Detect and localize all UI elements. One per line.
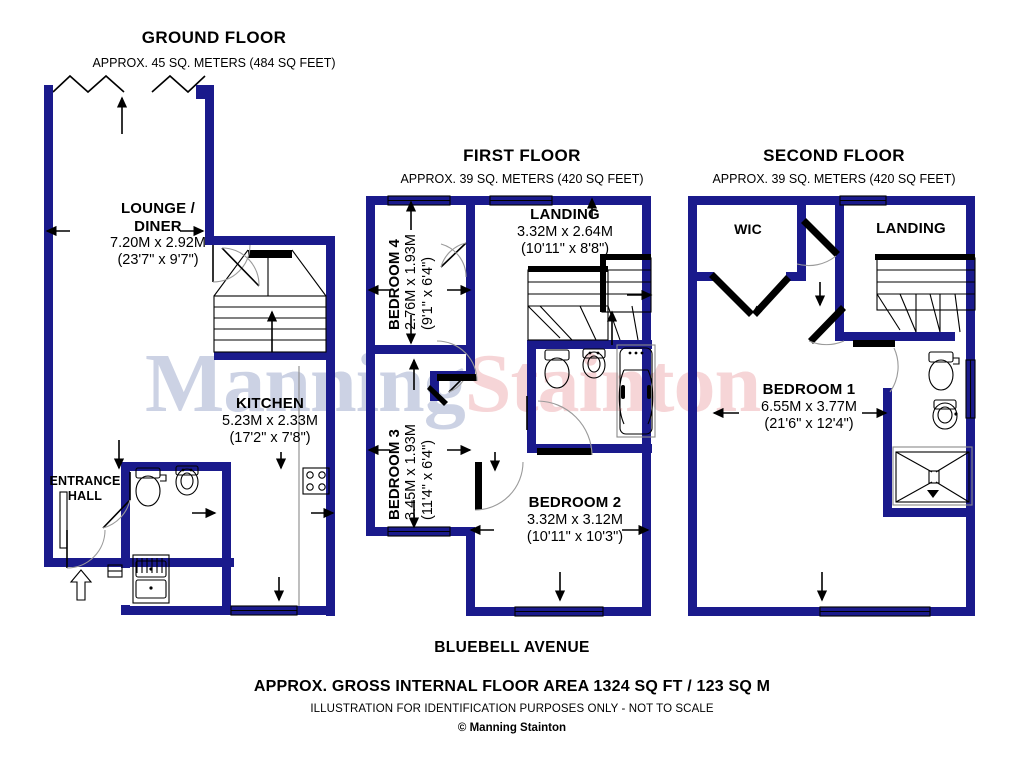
bedroom4-imperial: (9'1" x 6'4") xyxy=(419,256,436,330)
entrance-hall-name-line1: ENTRANCE xyxy=(49,474,121,488)
disclaimer-text: ILLUSTRATION FOR IDENTIFICATION PURPOSES… xyxy=(310,703,714,715)
gross-area-text: APPROX. GROSS INTERNAL FLOOR AREA 1324 S… xyxy=(253,678,771,695)
bedroom1-name: BEDROOM 1 xyxy=(762,381,856,398)
second-floor-subtitle: APPROX. 39 SQ. METERS (420 SQ FEET) xyxy=(712,172,956,186)
first-floor-title: FIRST FLOOR xyxy=(463,146,581,165)
wic-name: WIC xyxy=(734,221,762,237)
entrance-hall-name-line2: HALL xyxy=(67,488,103,503)
landing-first-name: LANDING xyxy=(530,206,600,223)
first-floor-subtitle: APPROX. 39 SQ. METERS (420 SQ FEET) xyxy=(400,172,644,186)
bedroom1-metric: 6.55M x 3.77M xyxy=(761,398,857,415)
second-floor-title: SECOND FLOOR xyxy=(763,146,905,165)
room-label-bedroom2: BEDROOM 2 3.32M x 3.12M (10'11" x 10'3") xyxy=(495,494,655,546)
room-label-lounge-diner: LOUNGE / DINER 7.20M x 2.92M (23'7" x 9'… xyxy=(58,200,258,270)
first-floor-plan xyxy=(366,195,656,617)
street-name: BLUEBELL AVENUE xyxy=(434,639,590,656)
ground-floor-title: GROUND FLOOR xyxy=(141,28,287,47)
lounge-diner-metric: 7.20M x 2.92M xyxy=(110,235,206,252)
room-label-landing-second: LANDING xyxy=(851,220,971,238)
copyright-text: © Manning Stainton xyxy=(457,722,567,734)
second-floor-plan xyxy=(688,195,976,617)
wc-basin-ground xyxy=(175,465,199,496)
bedroom2-imperial: (10'11" x 10'3") xyxy=(526,528,624,545)
kitchen-name: KITCHEN xyxy=(235,395,305,412)
bedroom3-metric: 3.45M x 1.93M xyxy=(403,424,420,520)
landing-first-imperial: (10'11" x 8'8") xyxy=(520,240,610,257)
ground-staircase xyxy=(213,249,327,353)
landing-second-name: LANDING xyxy=(876,220,946,237)
room-label-landing-first: LANDING 3.32M x 2.64M (10'11" x 8'8") xyxy=(489,206,641,258)
lounge-diner-name-line1: LOUNGE / xyxy=(120,200,196,217)
ground-floor-plan xyxy=(44,74,335,616)
bedroom3-imperial: (11'4" x 6'4") xyxy=(419,439,436,520)
bedroom4-name: BEDROOM 4 xyxy=(386,239,403,330)
ground-floor-subtitle: APPROX. 45 SQ. METERS (484 SQ FEET) xyxy=(92,56,336,70)
bathroom-bath-first xyxy=(616,344,656,438)
room-label-bedroom1: BEDROOM 1 6.55M x 3.77M (21'6" x 12'4") xyxy=(718,381,900,433)
bathroom-basin-first xyxy=(582,348,606,379)
bedroom2-name: BEDROOM 2 xyxy=(528,494,622,511)
lounge-diner-name-line2: DINER xyxy=(134,217,182,235)
kitchen-imperial: (17'2" x 7'8") xyxy=(229,429,311,446)
kitchen-metric: 5.23M x 2.33M xyxy=(222,412,318,429)
shower-basin-second xyxy=(932,399,958,430)
bedroom1-imperial: (21'6" x 12'4") xyxy=(764,415,854,432)
first-staircase xyxy=(527,254,653,345)
bedroom3-name: BEDROOM 3 xyxy=(386,429,403,520)
room-label-kitchen: KITCHEN 5.23M x 2.33M (17'2" x 7'8") xyxy=(172,395,368,447)
lounge-diner-imperial: (23'7" x 9'7") xyxy=(117,252,199,269)
bedroom2-metric: 3.32M x 3.12M xyxy=(527,511,623,528)
shower-toilet-second xyxy=(928,351,960,391)
second-staircase xyxy=(875,254,976,333)
room-label-entrance-hall: ENTRANCE HALL xyxy=(40,474,130,504)
landing-first-metric: 3.32M x 2.64M xyxy=(517,223,613,240)
wc-toilet-ground xyxy=(135,467,167,507)
shower-tray-second xyxy=(892,446,973,506)
bedroom4-metric: 2.76M x 1.93M xyxy=(403,234,420,330)
room-label-bedroom4: BEDROOM 4 2.76M x 1.93M (9'1" x 6'4") xyxy=(386,234,437,330)
bathroom-toilet-first xyxy=(544,349,570,389)
room-label-wic: WIC xyxy=(700,221,796,238)
room-label-bedroom3: BEDROOM 3 3.45M x 1.93M (11'4" x 6'4") xyxy=(386,424,437,520)
